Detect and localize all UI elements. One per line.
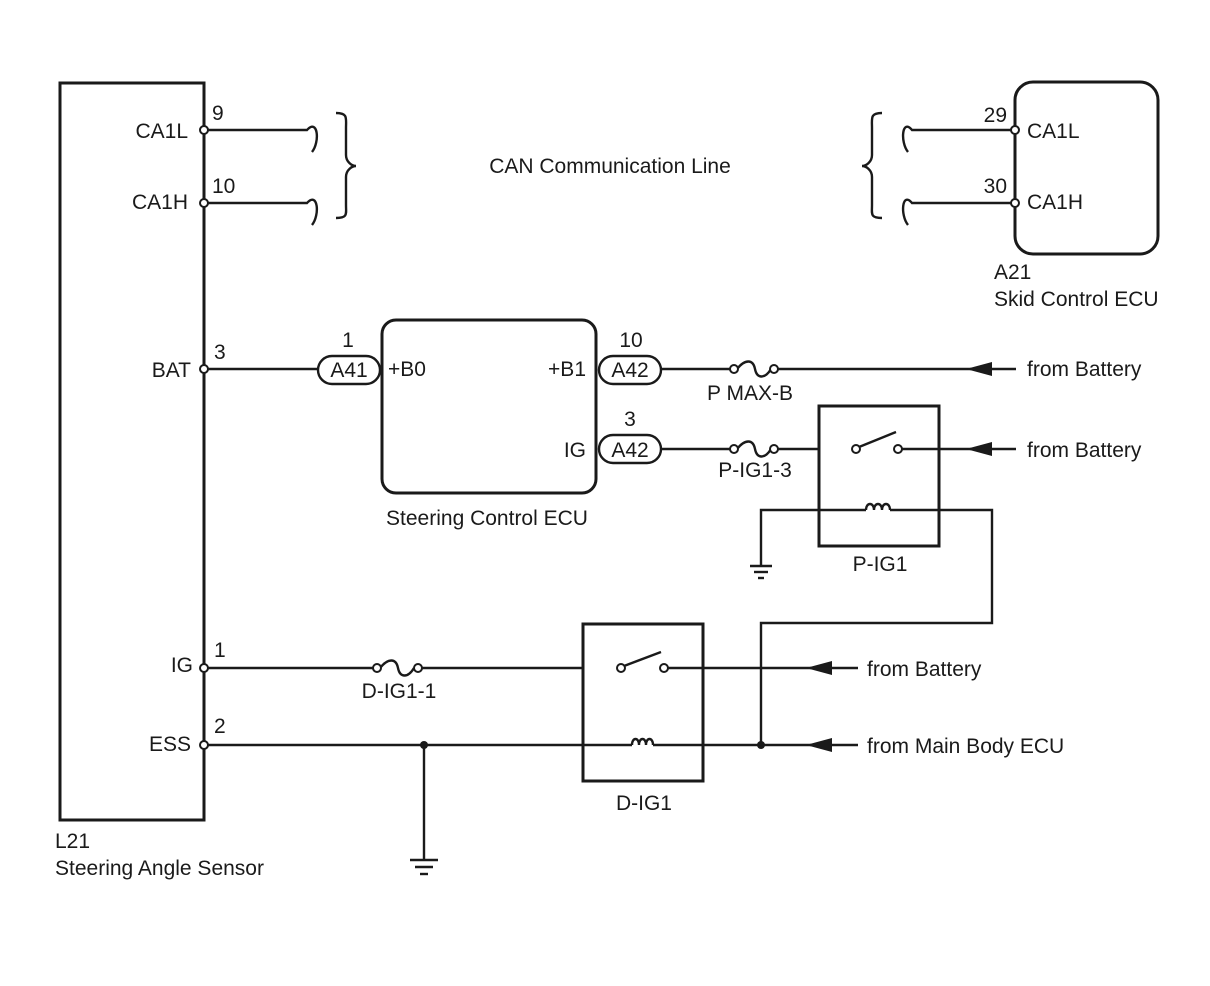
fuse-pig13-terminal-right: [769, 444, 779, 454]
fuse-pmaxb-terminal-right: [769, 364, 779, 374]
sensor-pin-ess-number: 2: [214, 715, 226, 738]
relay-dig1-coil: [630, 737, 655, 746]
relay-pig1-switch: [858, 430, 897, 449]
skid-control-ecu-box: [1013, 80, 1160, 256]
sensor-pin-ess-terminal: [199, 740, 209, 750]
arrow-battery-1: [966, 362, 992, 376]
source-battery-1: from Battery: [1027, 358, 1142, 381]
steering-angle-sensor-name: Steering Angle Sensor: [55, 857, 264, 880]
connector-a41-label: A41: [330, 359, 367, 382]
relay-pig1-contact-right: [893, 444, 903, 454]
relay-dig1-switch: [623, 650, 662, 668]
connector-a41: [316, 354, 382, 386]
sensor-pin-bat-number: 3: [214, 341, 226, 364]
sensor-pin-ig-terminal: [199, 663, 209, 673]
fuse-dig11-label: D-IG1-1: [362, 680, 437, 703]
fuse-dig11: [379, 659, 416, 677]
steering-pin-b1-number: 10: [619, 329, 642, 352]
fuse-pmaxb: [736, 360, 773, 378]
arrow-main-body-ecu: [806, 738, 832, 752]
skid-control-ecu-code: A21: [994, 261, 1031, 284]
steering-angle-sensor-box: [58, 81, 206, 822]
skid-pin-ca1h-terminal: [1010, 198, 1020, 208]
sensor-pin-ig-number: 1: [214, 639, 226, 662]
brace-left: [335, 111, 357, 220]
sensor-pin-ca1h-terminal: [199, 198, 209, 208]
steering-pin-b0-name: +B0: [388, 358, 426, 381]
sensor-pin-ca1l-name: CA1L: [135, 120, 188, 143]
steering-control-ecu-box: [380, 318, 598, 495]
connector-a42-b1-label: A42: [611, 359, 648, 382]
brace-right: [861, 111, 883, 220]
relay-pig1-label: P-IG1: [853, 553, 908, 576]
skid-pin-ca1h-name: CA1H: [1027, 191, 1083, 214]
wire-skid-ca1h: [901, 198, 1015, 226]
steering-angle-sensor-code: L21: [55, 830, 90, 853]
sensor-pin-ca1l-number: 9: [212, 102, 224, 125]
steering-pin-b0-number: 1: [342, 329, 354, 352]
junction-ess-pig1: [757, 741, 765, 749]
wire-pig1-coil-control: [759, 508, 994, 745]
arrow-battery-3: [806, 661, 832, 675]
skid-pin-ca1l-name: CA1L: [1027, 120, 1080, 143]
relay-dig1-contact-right: [659, 663, 669, 673]
steering-pin-ig-name: IG: [564, 439, 586, 462]
sensor-pin-ig-name: IG: [171, 654, 193, 677]
can-communication-line-label: CAN Communication Line: [489, 155, 731, 178]
wire-skid-ca1l: [901, 125, 1015, 153]
fuse-dig11-terminal-right: [413, 663, 423, 673]
relay-dig1-label: D-IG1: [616, 792, 672, 815]
relay-pig1-contact-left: [851, 444, 861, 454]
sensor-pin-ca1h-name: CA1H: [132, 191, 188, 214]
steering-pin-b1-name: +B1: [548, 358, 586, 381]
relay-pig1-box: [817, 404, 941, 548]
skid-control-ecu-name: Skid Control ECU: [994, 288, 1159, 311]
source-battery-2: from Battery: [1027, 439, 1142, 462]
steering-pin-ig-number: 3: [624, 408, 636, 431]
fuse-pig13-label: P-IG1-3: [718, 459, 792, 482]
steering-control-ecu-name: Steering Control ECU: [386, 507, 588, 530]
sensor-pin-ca1l-terminal: [199, 125, 209, 135]
sensor-pin-bat-name: BAT: [152, 359, 191, 382]
fuse-pmaxb-terminal-left: [729, 364, 739, 374]
relay-dig1-contact-left: [616, 663, 626, 673]
fuse-dig11-terminal-left: [372, 663, 382, 673]
fuse-pig13-terminal-left: [729, 444, 739, 454]
wire-sensor-ca1l: [204, 125, 319, 153]
ground-icon-pig1: [750, 564, 772, 580]
arrow-battery-2: [966, 442, 992, 456]
skid-pin-ca1l-terminal: [1010, 125, 1020, 135]
wire-pig1-coil-ground: [759, 508, 866, 566]
sensor-pin-ess-name: ESS: [149, 733, 191, 756]
fuse-pig13: [736, 440, 773, 458]
sensor-pin-bat-terminal: [199, 364, 209, 374]
skid-pin-ca1l-number: 29: [984, 104, 1007, 127]
fuse-pmaxb-label: P MAX-B: [707, 382, 793, 405]
skid-pin-ca1h-number: 30: [984, 175, 1007, 198]
wire-sensor-ca1h: [204, 198, 319, 226]
relay-pig1-coil: [864, 502, 892, 511]
sensor-pin-ca1h-number: 10: [212, 175, 235, 198]
relay-dig1-box: [581, 622, 705, 783]
source-main-body-ecu: from Main Body ECU: [867, 735, 1064, 758]
connector-a42-ig-label: A42: [611, 439, 648, 462]
source-battery-3: from Battery: [867, 658, 982, 681]
ground-icon-ess: [410, 858, 438, 876]
